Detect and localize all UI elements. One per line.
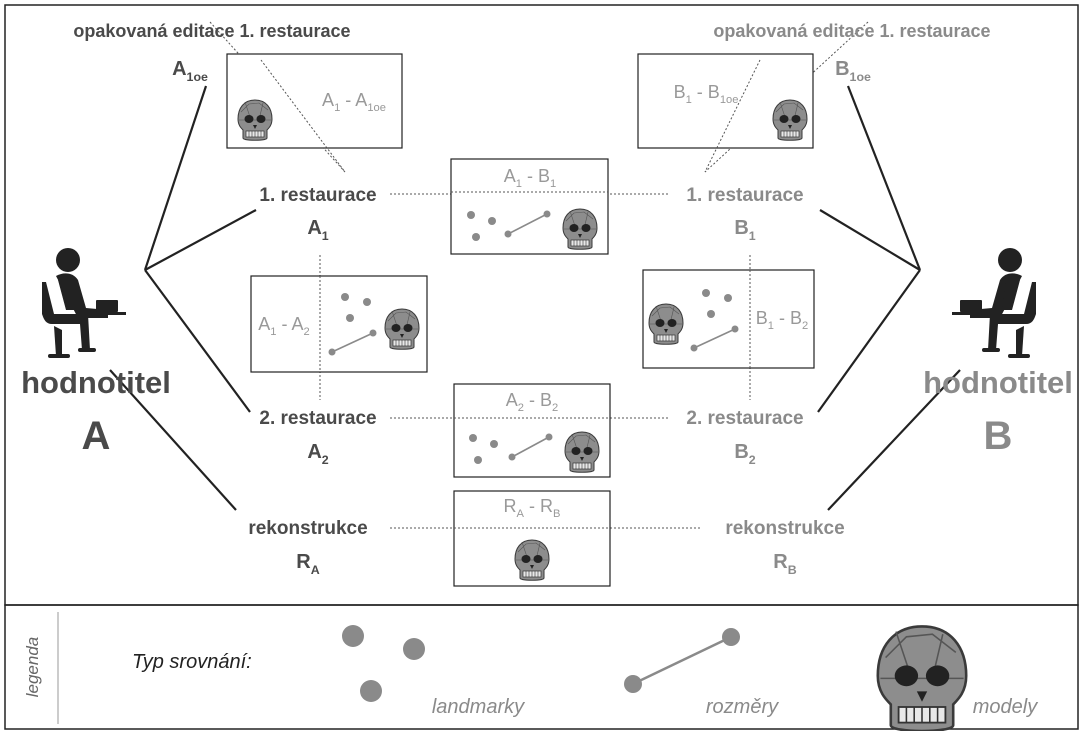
svg-text:B1 - B1oe: B1 - B1oe xyxy=(674,82,739,106)
legend-landmark-dot xyxy=(403,638,425,660)
comparison-box-b1-b2: B1 - B2 xyxy=(642,269,815,369)
label-ra: RA xyxy=(296,551,319,577)
comparison-box-a2-b2: A2 - B2 xyxy=(453,383,611,478)
svg-text:B1 - B2: B1 - B2 xyxy=(756,308,808,332)
landmark-dot xyxy=(490,440,498,448)
landmark-dot xyxy=(363,298,371,306)
svg-text:RA - RB: RA - RB xyxy=(504,496,561,520)
label-a1: A1 xyxy=(307,217,328,243)
landmark-dot xyxy=(724,294,732,302)
legend-comparison-type: Typ srovnání: xyxy=(132,651,252,673)
label-left-reconstruction: rekonstrukce xyxy=(248,518,367,539)
skull-model-icon xyxy=(384,308,420,350)
dimension-line xyxy=(693,328,736,349)
evaluator-b-icon xyxy=(952,248,1036,358)
skull-model-icon xyxy=(772,99,808,141)
label-a2: A2 xyxy=(307,441,328,467)
legend-frame xyxy=(4,604,1079,730)
label-rb: RB xyxy=(773,551,796,577)
evaluator-a-icon xyxy=(42,248,126,358)
legend-dimension-line xyxy=(632,635,732,686)
landmark-dot xyxy=(472,233,480,241)
evaluator-b-label: hodnotitel xyxy=(923,365,1073,400)
label-left-restoration-1: 1. restaurace xyxy=(259,185,376,206)
svg-text:A1 - A2: A1 - A2 xyxy=(258,314,309,338)
landmark-dot xyxy=(469,434,477,442)
dimension-line xyxy=(511,436,550,458)
skull-model-icon xyxy=(564,431,600,473)
legend-title: legenda xyxy=(23,637,42,698)
legend-models-label: modely xyxy=(973,696,1038,718)
dimension-line xyxy=(331,332,374,353)
landmark-dot xyxy=(702,289,710,297)
comparison-box-b1-b1oe: B1 - B1oe xyxy=(637,53,814,173)
comparison-box-a1-b1: A1 - B1 xyxy=(450,158,609,255)
top-left-title: opakovaná editace 1. restaurace xyxy=(73,21,350,41)
top-right-title: opakovaná editace 1. restaurace xyxy=(713,21,990,41)
landmark-dot xyxy=(488,217,496,225)
comparison-box-a1-a1oe: A1 - A1oe xyxy=(226,53,403,173)
legend-dimensions-label: rozměry xyxy=(706,696,779,718)
legend-skull-model-icon xyxy=(876,625,968,731)
connectors-right xyxy=(817,85,961,511)
dimension-line xyxy=(507,213,548,235)
comparison-box-ra-rb: RA - RB xyxy=(453,490,611,587)
skull-model-icon xyxy=(237,99,273,141)
legend-landmark-dot xyxy=(342,625,364,647)
svg-text:A1 - A1oe: A1 - A1oe xyxy=(322,90,386,114)
skull-model-icon xyxy=(514,539,550,581)
landmark-dot xyxy=(467,211,475,219)
svg-text:A2 - B2: A2 - B2 xyxy=(506,390,558,414)
label-right-restoration-1: 1. restaurace xyxy=(686,185,803,206)
label-left-restoration-2: 2. restaurace xyxy=(259,408,376,429)
label-a1oe: A1oe xyxy=(172,58,208,84)
legend-landmark-dot xyxy=(360,680,382,702)
skull-model-icon xyxy=(562,208,598,250)
label-b1: B1 xyxy=(734,217,755,243)
legend-landmarks-label: landmarky xyxy=(432,696,525,718)
label-b2: B2 xyxy=(734,441,755,467)
landmark-dot xyxy=(474,456,482,464)
label-b1oe: B1oe xyxy=(835,58,871,84)
evaluator-a-label: hodnotitel xyxy=(21,365,171,400)
evaluator-a-letter: A xyxy=(82,414,111,458)
svg-text:A1 - B1: A1 - B1 xyxy=(504,166,556,190)
evaluator-b-letter: B xyxy=(984,414,1013,458)
landmark-dot xyxy=(341,293,349,301)
label-right-restoration-2: 2. restaurace xyxy=(686,408,803,429)
landmark-dot xyxy=(707,310,715,318)
landmark-dot xyxy=(346,314,354,322)
label-right-reconstruction: rekonstrukce xyxy=(725,518,844,539)
connectors-left xyxy=(109,85,257,511)
comparison-box-a1-a2: A1 - A2 xyxy=(250,275,428,373)
skull-model-icon xyxy=(648,303,684,345)
